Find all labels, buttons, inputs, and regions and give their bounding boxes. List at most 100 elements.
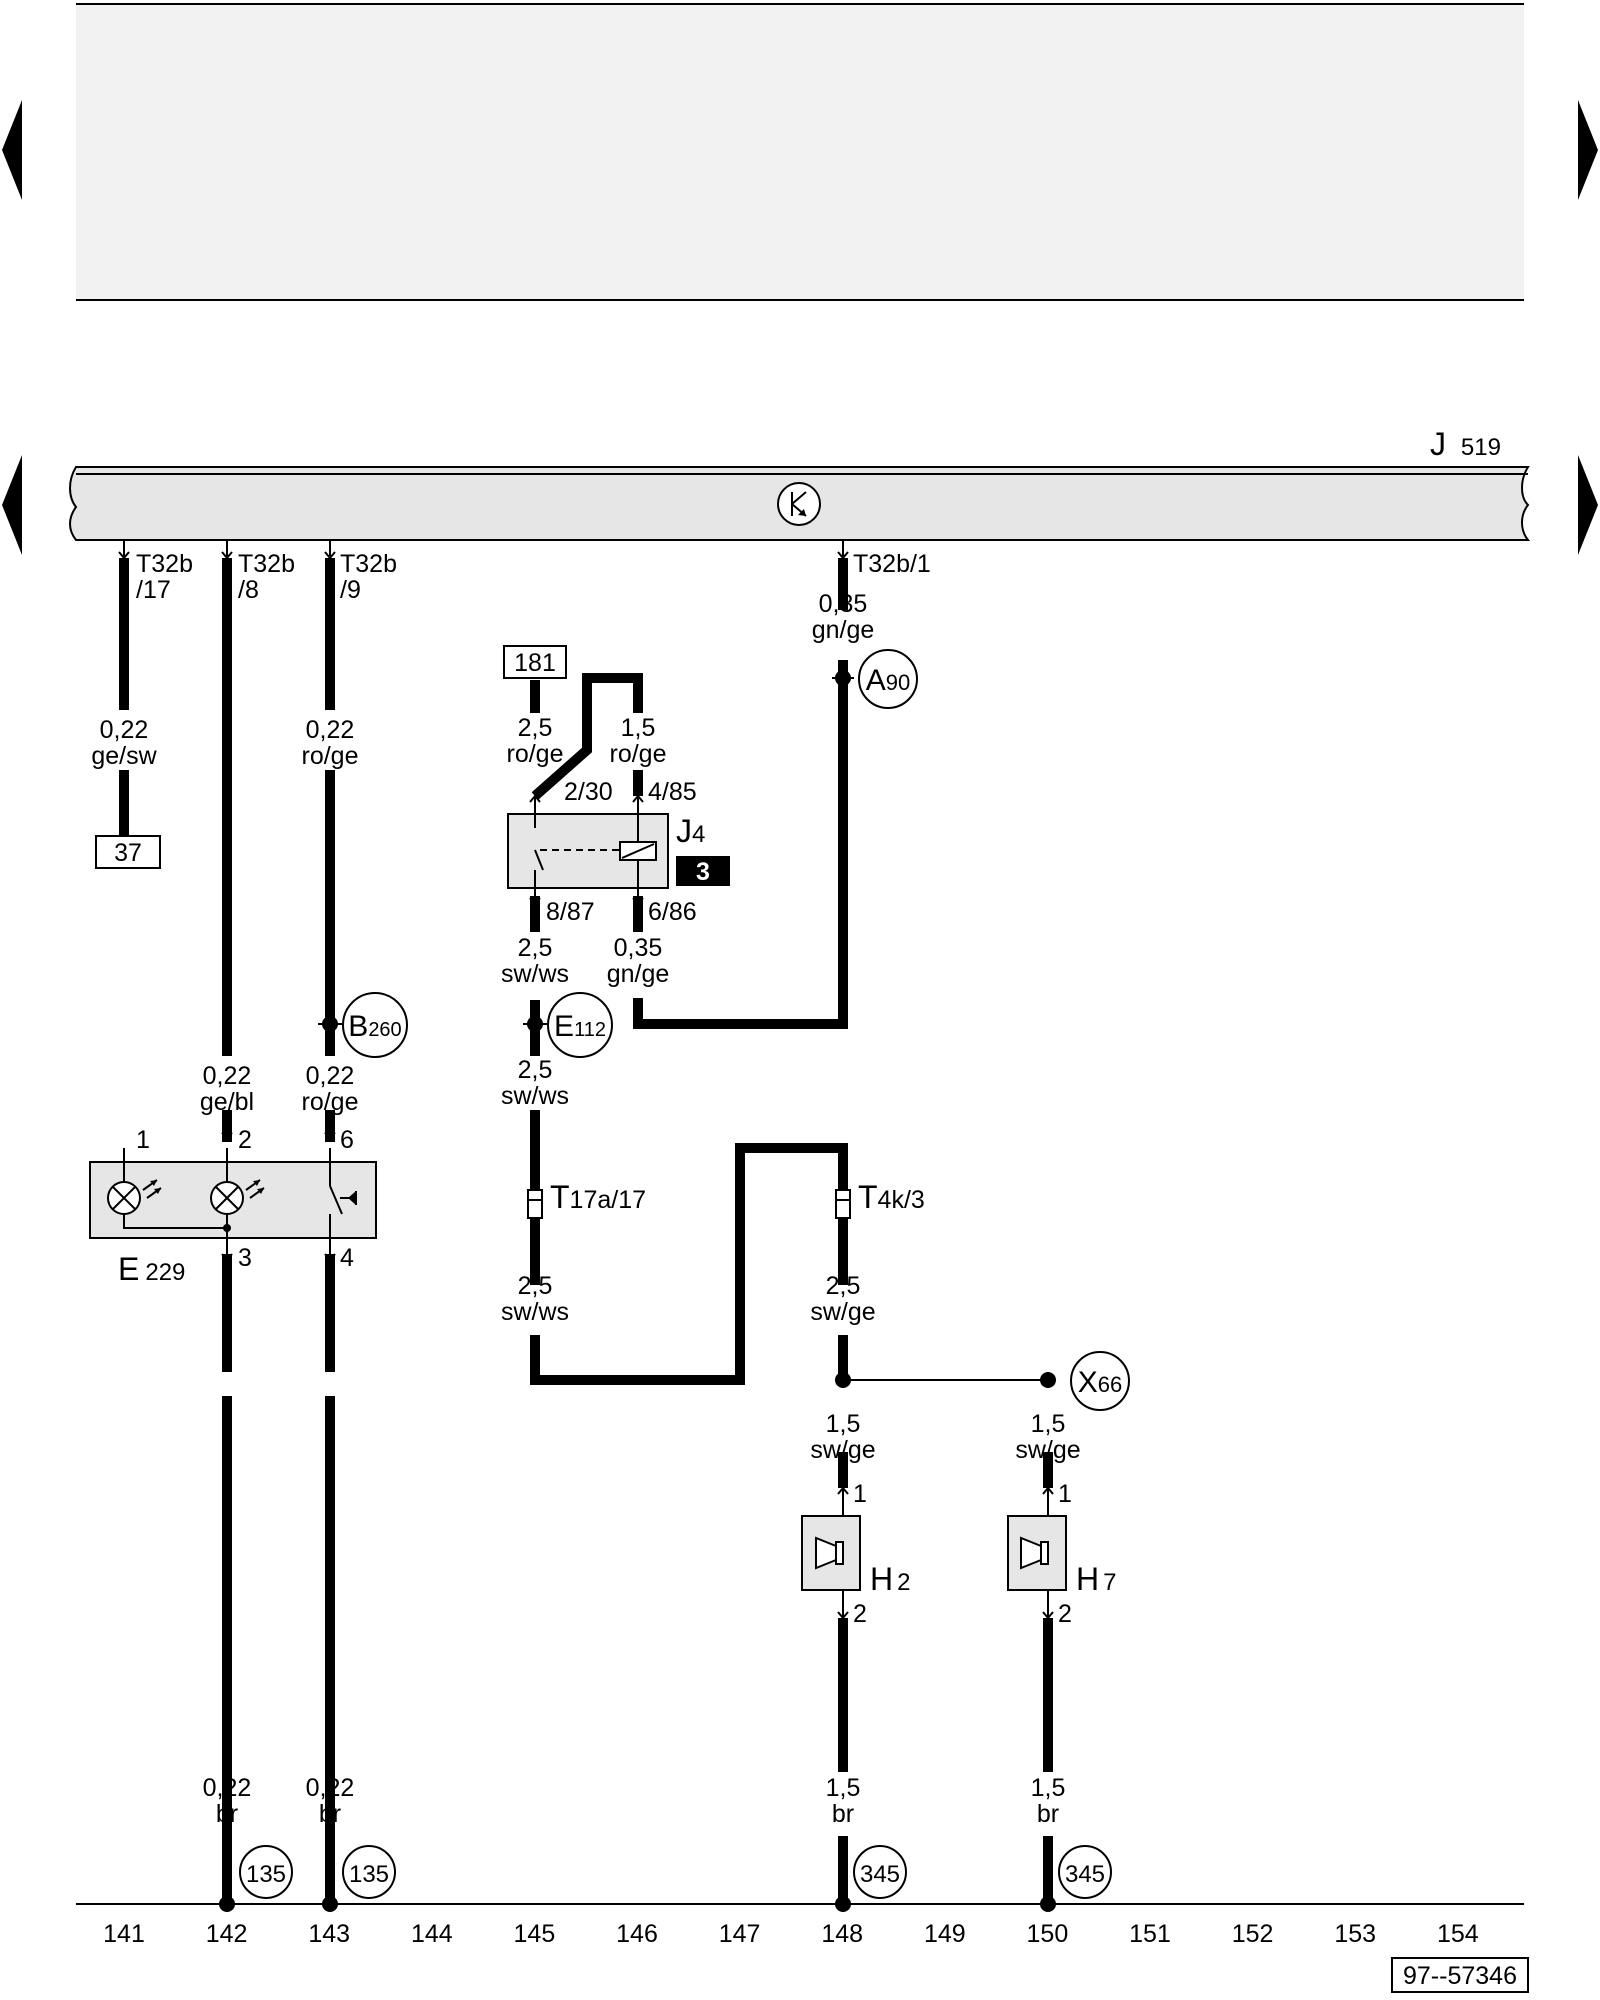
track-number: 152 xyxy=(1232,1920,1274,1948)
pin-markers xyxy=(118,540,849,560)
track-number: 148 xyxy=(821,1920,863,1948)
pin-label-j4-87: 8/87 xyxy=(546,898,595,926)
connector-label-t4k: T4k/3 xyxy=(858,1179,925,1215)
svg-text:345: 345 xyxy=(1065,1861,1105,1888)
triangle-left-icon[interactable] xyxy=(2,100,22,200)
ground-point[interactable]: 135 xyxy=(322,1845,396,1912)
pin-label-j4-86: 6/86 xyxy=(648,898,697,926)
horn-icon xyxy=(815,1536,844,1570)
ref-label-37: 37 xyxy=(114,839,142,867)
pin-markers xyxy=(221,1126,336,1262)
track-number: 146 xyxy=(616,1920,658,1948)
pin-label-t32b-17: T32b/17 xyxy=(136,550,193,604)
transistor-icon xyxy=(777,482,821,526)
pin-label-h7-2: 2 xyxy=(1058,1600,1072,1628)
relay-location-badge xyxy=(676,856,730,886)
svg-text:135: 135 xyxy=(349,1861,389,1888)
svg-text:345: 345 xyxy=(860,1861,900,1888)
pin-label-e229-6: 6 xyxy=(340,1126,354,1154)
track-number: 142 xyxy=(206,1920,248,1948)
splice-x66[interactable]: X66 xyxy=(835,1351,1130,1411)
pin-label-h7-1: 1 xyxy=(1058,1480,1072,1508)
splice-b260[interactable]: B260 xyxy=(318,992,408,1058)
pin-label-t32b-1: T32b/1 xyxy=(853,550,931,578)
track-number: 151 xyxy=(1129,1920,1171,1948)
svg-text:135: 135 xyxy=(246,1861,286,1888)
ref-box-37[interactable] xyxy=(95,835,161,869)
triangle-right-icon[interactable] xyxy=(1578,100,1598,200)
current-track-numbers: 141 142 143 144 145 146 147 148 149 150 151 152 153 1… xyxy=(103,1920,1479,1948)
diagram-id-box xyxy=(1391,1957,1529,1993)
diagram-id: 97--57346 xyxy=(1403,1962,1517,1990)
ground-point[interactable]: 345 xyxy=(1040,1845,1112,1912)
track-number: 141 xyxy=(103,1920,145,1948)
relay-badge-label: 3 xyxy=(696,858,710,886)
pin-markers xyxy=(837,1486,1054,1620)
lamp-icon xyxy=(107,1179,227,1229)
track-number: 154 xyxy=(1437,1920,1479,1948)
pin-label-e229-3: 3 xyxy=(238,1244,252,1272)
pin-label-e229-1: 1 xyxy=(136,1126,150,1154)
track-number: 143 xyxy=(308,1920,350,1948)
pin-label-t32b-9: T32b/9 xyxy=(340,550,397,604)
pin-label-j4-30: 2/30 xyxy=(564,778,613,806)
top-panel xyxy=(76,4,1524,300)
ref-label-181: 181 xyxy=(514,649,556,677)
svg-text:X66: X66 xyxy=(1078,1366,1123,1399)
lamp-icon xyxy=(210,1179,265,1254)
track-number: 149 xyxy=(924,1920,966,1948)
relay-j4 xyxy=(507,796,669,898)
pin-label-t32b-8: T32b/8 xyxy=(238,550,295,604)
pin-markers xyxy=(529,794,644,906)
control-unit-label: J 519 xyxy=(1430,426,1501,462)
ref-box-181[interactable] xyxy=(503,645,567,679)
splice-a90[interactable]: A90 xyxy=(832,649,918,709)
pin-label-e229-2: 2 xyxy=(238,1126,252,1154)
triangle-right-icon[interactable] xyxy=(1578,455,1598,555)
horn-icon xyxy=(1020,1536,1049,1570)
pin-label-h2-2: 2 xyxy=(853,1600,867,1628)
ground-point[interactable]: 345 xyxy=(835,1845,907,1912)
pin-label-j4-85: 4/85 xyxy=(648,778,697,806)
svg-text:A90: A90 xyxy=(866,664,911,697)
pin-label-e229-4: 4 xyxy=(340,1244,354,1272)
switch-icon xyxy=(329,1172,357,1254)
relay-label: J4 xyxy=(676,813,705,849)
track-number: 144 xyxy=(411,1920,453,1948)
svg-text:B260: B260 xyxy=(348,1010,401,1043)
track-number: 150 xyxy=(1027,1920,1069,1948)
connector-icon xyxy=(527,1189,543,1219)
track-number: 153 xyxy=(1334,1920,1376,1948)
wires xyxy=(76,558,1524,1905)
triangle-left-icon[interactable] xyxy=(2,455,22,555)
connector-icon xyxy=(835,1189,851,1219)
pin-label-h2-1: 1 xyxy=(853,1480,867,1508)
track-number: 145 xyxy=(514,1920,556,1948)
splice-e112[interactable]: E112 xyxy=(523,992,613,1058)
svg-text:E112: E112 xyxy=(554,1010,606,1043)
ground-point[interactable]: 135 xyxy=(219,1845,293,1912)
track-number: 147 xyxy=(719,1920,761,1948)
